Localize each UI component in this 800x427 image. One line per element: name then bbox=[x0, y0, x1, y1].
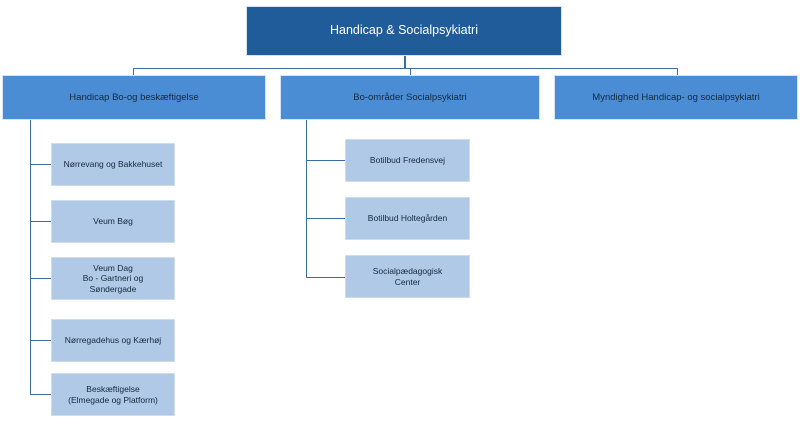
connector-branch-1-trunk bbox=[30, 120, 31, 394]
node-leaf-botilbud-fredensvej[interactable]: Botilbud Fredensvej bbox=[345, 139, 470, 182]
connector-leaf-1-1 bbox=[30, 164, 51, 165]
node-leaf-beskaeftigelse-elmegade-og-platform[interactable]: Beskæftigelse (Elmegade og Platform) bbox=[51, 373, 175, 416]
node-leaf-socialpaedagogisk-center[interactable]: Socialpædagogisk Center bbox=[345, 255, 470, 298]
node-leaf-botilbud-holtegaarden[interactable]: Botilbud Holtegården bbox=[345, 197, 470, 240]
node-leaf-noerrevang-og-bakkehuset[interactable]: Nørrevang og Bakkehuset bbox=[51, 143, 175, 186]
connector-branch-3-drop bbox=[677, 68, 678, 76]
node-branch-handicap-bo-og-beskaeftigelse[interactable]: Handicap Bo-og beskæftigelse bbox=[2, 75, 266, 120]
connector-branch-2-drop bbox=[410, 68, 411, 76]
connector-leaf-1-4 bbox=[30, 340, 51, 341]
connector-leaf-2-3 bbox=[306, 277, 345, 278]
node-leaf-noerregadehus-og-kaerhoej[interactable]: Nørregadehus og Kærhøj bbox=[51, 319, 175, 362]
node-branch-myndighed-handicap-og-socialpsykiatri[interactable]: Myndighed Handicap- og socialpsykiatri bbox=[554, 75, 798, 120]
connector-leaf-1-2 bbox=[30, 221, 51, 222]
connector-leaf-1-3 bbox=[30, 278, 51, 279]
node-root[interactable]: Handicap & Socialpsykiatri bbox=[246, 6, 562, 56]
connector-leaf-1-5 bbox=[30, 394, 51, 395]
connector-branch-2-trunk bbox=[306, 120, 307, 277]
connector-branch-bus bbox=[133, 68, 678, 69]
node-branch-bo-omraader-socialpsykiatri[interactable]: Bo-områder Socialpsykiatri bbox=[280, 75, 540, 120]
node-leaf-veum-boeg[interactable]: Veum Bøg bbox=[51, 200, 175, 243]
connector-leaf-2-2 bbox=[306, 218, 345, 219]
connector-root-stem bbox=[404, 55, 406, 68]
connector-leaf-2-1 bbox=[306, 160, 345, 161]
node-leaf-veum-dag-bo-gartneri-og-soendergade[interactable]: Veum Dag Bo - Gartneri og Søndergade bbox=[51, 257, 175, 300]
connector-branch-1-drop bbox=[133, 68, 134, 76]
